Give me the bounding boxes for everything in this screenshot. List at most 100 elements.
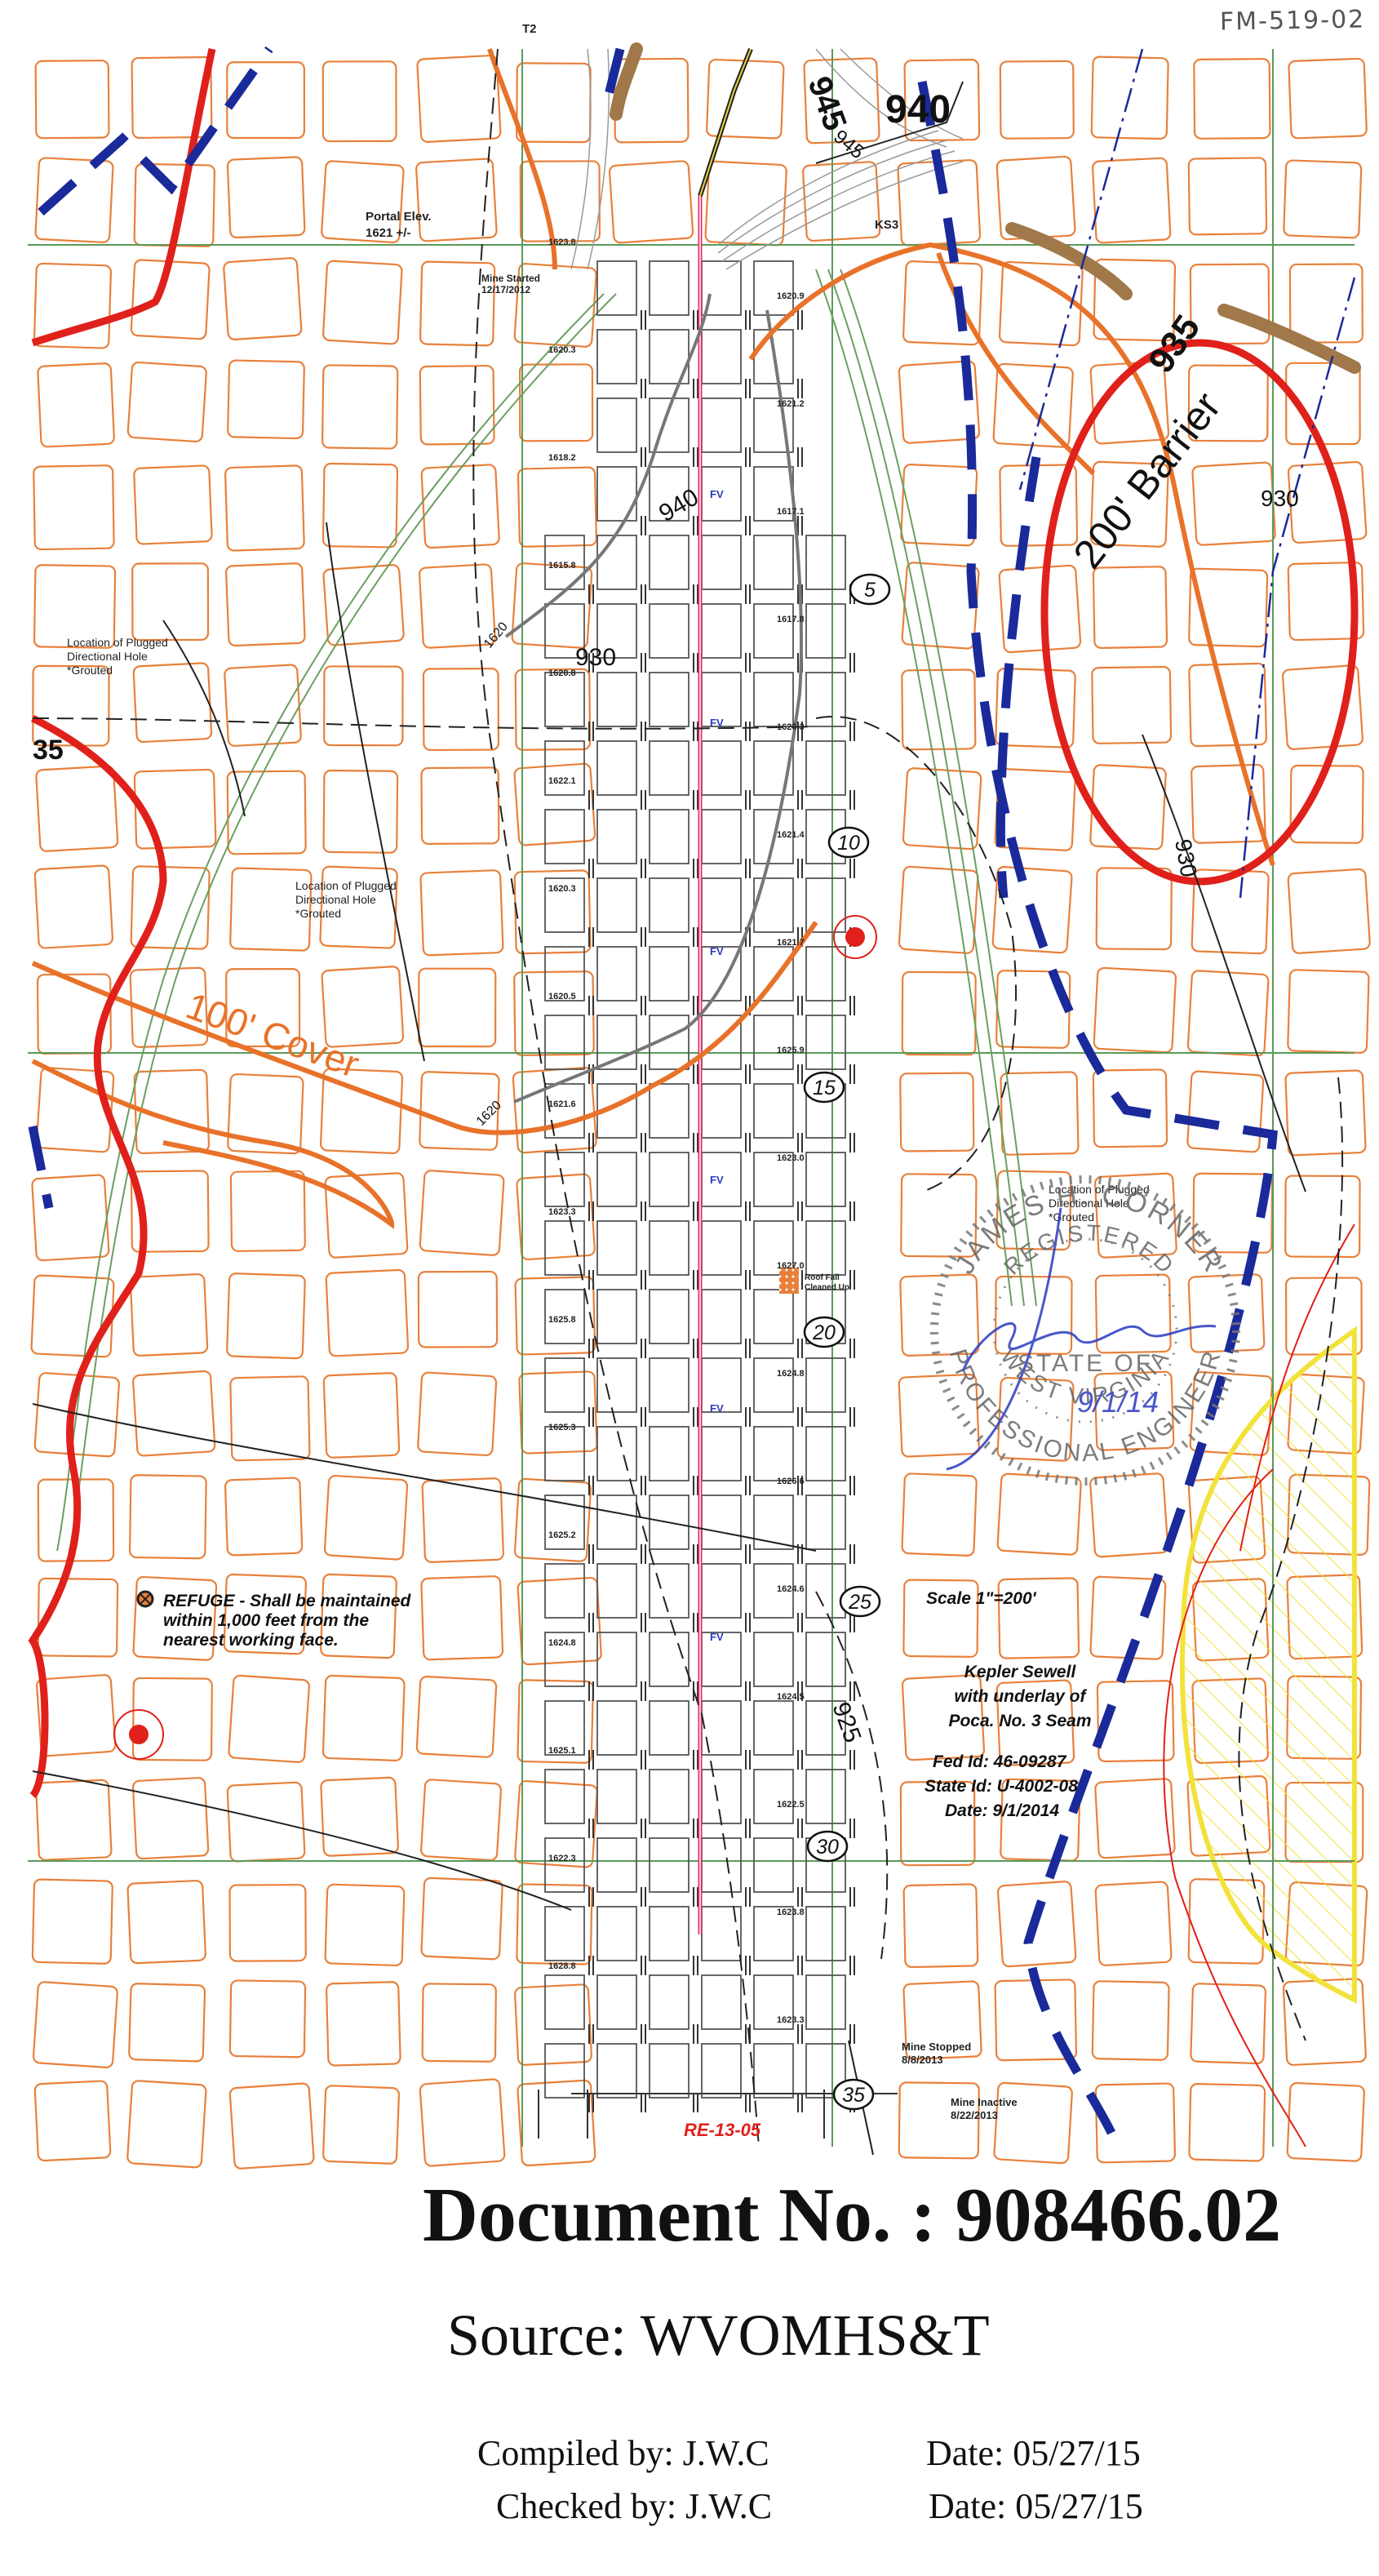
coal-pillar xyxy=(898,2081,980,2160)
stopping xyxy=(588,1476,594,1495)
mine-pillar xyxy=(544,1152,585,1207)
stopping xyxy=(797,996,803,1015)
stopping xyxy=(849,859,855,878)
mine-pillar xyxy=(596,946,637,1002)
mine-pillar xyxy=(805,1357,846,1413)
crosscut-marker: 5 xyxy=(849,573,891,606)
coal-pillar xyxy=(513,869,592,955)
coal-pillar xyxy=(514,668,592,751)
mine-pillar xyxy=(753,1083,794,1139)
coal-pillar xyxy=(37,362,115,448)
stopping xyxy=(797,2024,803,2044)
stopping xyxy=(641,1339,646,1358)
coal-pillar xyxy=(1094,1172,1177,1259)
scale-label: Scale 1"=200' xyxy=(926,1589,1037,1608)
coal-pillar xyxy=(1188,2083,1266,2162)
mine-pillar xyxy=(805,2043,846,2099)
coal-pillar xyxy=(1094,1778,1176,1859)
coal-pillar xyxy=(322,1372,401,1459)
mine-pillar xyxy=(596,329,637,384)
spot-elevation: 1620.3 xyxy=(548,345,576,355)
coal-pillar xyxy=(1092,566,1168,649)
stopping xyxy=(641,1956,646,1975)
mine-pillar xyxy=(544,1974,585,2030)
mine-pillar xyxy=(544,740,585,796)
coal-pillar xyxy=(32,664,110,747)
stopping xyxy=(745,1064,751,1084)
mine-pillar xyxy=(596,2043,637,2099)
svg-text:10: 10 xyxy=(837,832,860,855)
svg-text:5: 5 xyxy=(864,579,876,602)
coal-pillar xyxy=(903,59,981,142)
stopping xyxy=(745,1201,751,1221)
coal-pillar xyxy=(1094,1881,1173,1966)
stopping xyxy=(745,1956,751,1975)
coal-pillar xyxy=(419,1071,500,1151)
mine-pillar xyxy=(753,740,794,796)
coal-pillar xyxy=(902,1883,979,1969)
coal-pillar xyxy=(415,1675,498,1758)
coal-pillar xyxy=(324,1883,406,1967)
stopping xyxy=(693,2093,698,2112)
stopping xyxy=(588,1681,594,1701)
svg-text:15: 15 xyxy=(813,1077,836,1099)
coal-pillar xyxy=(223,1573,307,1655)
spot-elevations: 1623.81620.91620.31621.21618.21617.11615… xyxy=(548,238,805,2025)
mine-pillar xyxy=(805,1152,846,1207)
stopping xyxy=(641,1201,646,1221)
crosscut-marker: 10 xyxy=(827,826,870,859)
mine-pillar xyxy=(753,1769,794,1824)
coal-pillar xyxy=(321,60,397,143)
coal-pillar xyxy=(37,1577,119,1658)
mine-pillar xyxy=(596,398,637,453)
stopping xyxy=(849,1956,855,1975)
stopping xyxy=(693,722,698,741)
spot-elevation: 1625.1 xyxy=(548,1746,576,1756)
stopping xyxy=(641,1887,646,1907)
coal-pillar xyxy=(324,1172,409,1259)
stopping xyxy=(693,1407,698,1427)
mine-pillar xyxy=(544,1426,585,1481)
coal-pillar xyxy=(320,1573,397,1659)
coal-pillar xyxy=(419,365,495,446)
coal-pillar xyxy=(518,363,594,442)
contour-label: 35 xyxy=(33,735,64,766)
mine-pillar xyxy=(805,1906,846,1961)
stopping xyxy=(641,1064,646,1084)
map-frame xyxy=(28,49,1355,2147)
coal-pillar xyxy=(226,770,307,855)
stopping xyxy=(797,1064,803,1084)
coal-pillar xyxy=(229,1170,306,1252)
stopping xyxy=(693,379,698,398)
mine-pillar xyxy=(701,2043,742,2099)
stopping xyxy=(745,2093,751,2112)
mine-pillar xyxy=(649,809,690,864)
mine-pillar xyxy=(753,535,794,590)
coal-pillar xyxy=(325,1981,401,2067)
coal-pillar xyxy=(31,1878,113,1965)
coal-pillar xyxy=(1091,665,1173,744)
mine-pillar xyxy=(753,603,794,659)
mine-pillar xyxy=(753,672,794,727)
coal-pillar xyxy=(227,1073,304,1155)
mine-pillar xyxy=(649,1015,690,1070)
stopping xyxy=(693,1064,698,1084)
coal-pillar xyxy=(902,1980,982,2060)
coal-pillar xyxy=(902,1579,979,1658)
spot-elevation: 1617.8 xyxy=(777,615,805,624)
stopping xyxy=(693,1133,698,1153)
coal-pillar xyxy=(1092,1068,1168,1148)
mine-pillar xyxy=(805,1632,846,1687)
stopping xyxy=(745,1750,751,1770)
spot-elevation: 1625.8 xyxy=(548,1315,576,1325)
coal-pillar xyxy=(898,1373,980,1458)
mine-pillar xyxy=(544,809,585,864)
coal-pillar xyxy=(519,160,601,242)
stopping xyxy=(588,1339,594,1358)
coal-pillar xyxy=(321,1674,406,1761)
mine-pillar xyxy=(753,1563,794,1619)
svg-text:20: 20 xyxy=(812,1321,836,1344)
stopping xyxy=(745,1133,751,1153)
